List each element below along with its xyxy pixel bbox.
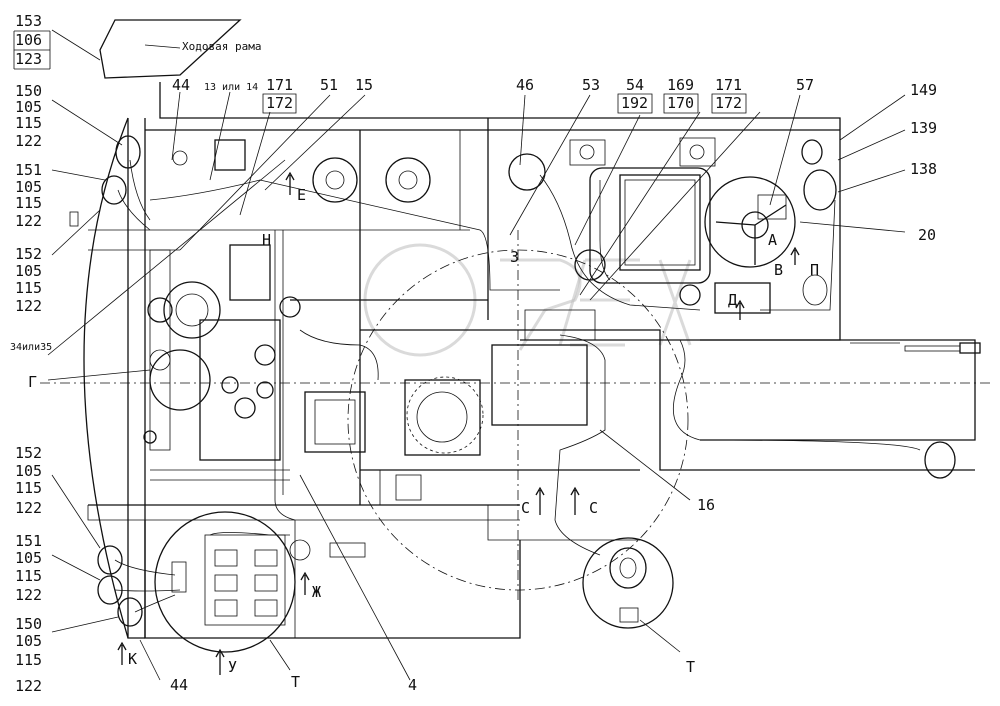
frame-sketch xyxy=(99,19,242,79)
part-139-label: 139 xyxy=(910,119,937,137)
cab-outline xyxy=(83,82,976,639)
callout-label: 122 xyxy=(15,132,42,150)
view-C-right-label: С xyxy=(589,499,598,517)
part-4-label: 4 xyxy=(408,676,417,694)
part-172-label: 172 xyxy=(266,94,293,112)
callout-label: 151 xyxy=(15,161,42,179)
view-ZH-label: Ж xyxy=(312,583,321,601)
part-34-or-35-label: 34или35 xyxy=(10,342,52,353)
callout-label: 105 xyxy=(15,549,42,567)
view-H-label: Н xyxy=(262,231,271,249)
callout-152-top-group: 152 105 115 122 xyxy=(15,245,42,315)
callout-152-bottom-group: 152 105 115 122 xyxy=(15,444,42,517)
callout-label: 122 xyxy=(15,677,42,695)
callout-151-top-group: 151 105 115 122 xyxy=(15,161,42,230)
part-169-label: 169 xyxy=(667,76,694,94)
watermark-logo xyxy=(363,243,692,357)
callout-label: 151 xyxy=(15,532,42,550)
wiring-harness xyxy=(114,159,921,613)
engine-compartment xyxy=(143,139,481,561)
callout-label: 105 xyxy=(15,262,42,280)
callout-label: 152 xyxy=(15,245,42,263)
view-P-label: П xyxy=(810,261,819,279)
view-arrows xyxy=(117,171,800,675)
callout-label: 123 xyxy=(15,50,42,68)
part-172-right-label: 172 xyxy=(715,94,742,112)
callout-150-top-group: 150 105 115 122 xyxy=(15,82,42,150)
detail-T-right-label: Т xyxy=(686,658,695,676)
callout-label: 122 xyxy=(15,212,42,230)
callout-label: 115 xyxy=(15,194,42,212)
view-C-left-label: С xyxy=(521,499,530,517)
part-138-label: 138 xyxy=(910,160,937,178)
view-A-label: А xyxy=(768,231,777,249)
dashboard-area xyxy=(395,137,981,501)
callout-label: 106 xyxy=(15,31,42,49)
part-15-label: 15 xyxy=(355,76,373,94)
callout-label: 105 xyxy=(15,462,42,480)
part-51-label: 51 xyxy=(320,76,338,94)
frame-label: Ходовая рама xyxy=(182,40,261,53)
callout-label: 153 xyxy=(15,12,42,30)
callout-label: 105 xyxy=(15,632,42,650)
callout-151-bottom-group: 151 105 115 122 xyxy=(15,532,42,604)
part-171-label: 171 xyxy=(266,76,293,94)
centerlines xyxy=(40,230,990,600)
part-44-bottom-label: 44 xyxy=(170,676,188,694)
callout-label: 122 xyxy=(15,586,42,604)
detail-T-bottom-label: Т xyxy=(291,673,300,691)
part-13-or-14-label: 13 или 14 xyxy=(204,82,258,93)
view-U-label: У xyxy=(228,658,237,676)
part-192-label: 192 xyxy=(621,94,648,112)
part-44-label: 44 xyxy=(172,76,190,94)
view-G-label: Г xyxy=(28,373,37,391)
callout-150-bottom-group: 150 105 115 122 xyxy=(15,615,42,695)
callout-label: 115 xyxy=(15,479,42,497)
callout-label: 115 xyxy=(15,279,42,297)
detail-circle-T-right xyxy=(582,537,674,629)
callout-label: 115 xyxy=(15,567,42,585)
left-lamps xyxy=(69,135,143,627)
callout-label: 150 xyxy=(15,615,42,633)
leader-lines xyxy=(47,29,906,681)
callout-label: 122 xyxy=(15,297,42,315)
callout-label: 115 xyxy=(15,651,42,669)
part-57-label: 57 xyxy=(796,76,814,94)
callout-153-group: 153 106 123 xyxy=(13,12,51,70)
callout-label: 105 xyxy=(15,98,42,116)
part-171-right-label: 171 xyxy=(715,76,742,94)
callout-label: 122 xyxy=(15,499,42,517)
view-D-label: Д xyxy=(728,291,737,309)
part-170-label: 170 xyxy=(667,94,694,112)
part-20-label: 20 xyxy=(918,226,936,244)
callout-label: 152 xyxy=(15,444,42,462)
view-E-label: Е xyxy=(297,186,306,204)
callout-label: 150 xyxy=(15,82,42,100)
callout-label: 115 xyxy=(15,114,42,132)
view-B-label: В xyxy=(774,261,783,279)
view-Z-label: З xyxy=(510,248,519,266)
detail-circle-T-bottom xyxy=(154,511,296,653)
part-54-label: 54 xyxy=(626,76,644,94)
part-53-label: 53 xyxy=(582,76,600,94)
part-149-label: 149 xyxy=(910,81,937,99)
part-46-label: 46 xyxy=(516,76,534,94)
part-16-label: 16 xyxy=(697,496,715,514)
callout-label: 105 xyxy=(15,178,42,196)
view-K-label: К xyxy=(128,650,137,668)
